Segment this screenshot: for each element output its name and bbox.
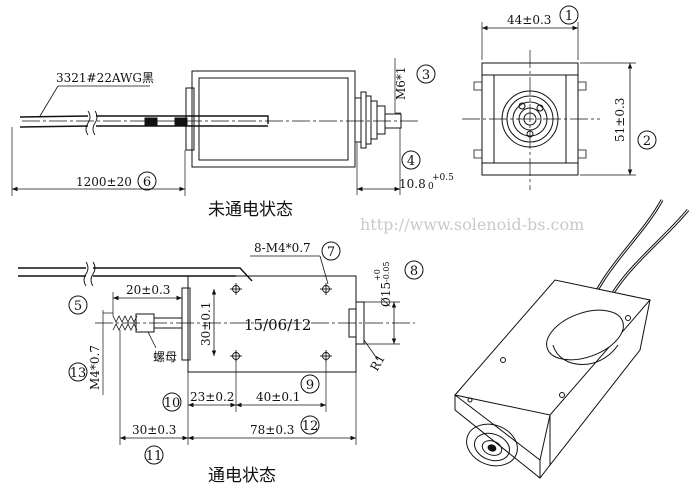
callout-11: 11 <box>146 449 163 464</box>
height-label: 51±0.3 <box>613 98 627 142</box>
width-label: 44±0.3 <box>507 13 551 27</box>
callout-8: 8 <box>410 264 418 279</box>
offset-label: 23±0.2 <box>190 390 234 404</box>
diameter-label: Ø15 <box>379 282 393 307</box>
watermark: http://www.solenoid-bs.com <box>360 215 584 234</box>
plunger-ext-label: 20±0.3 <box>126 283 170 297</box>
wire-label: 3321#22AWG黑 <box>56 71 154 85</box>
end-view <box>462 5 657 190</box>
callout-5: 5 <box>74 299 82 314</box>
isometric-view <box>454 199 690 479</box>
travel-label: 30±0.3 <box>132 423 176 437</box>
stroke-label: 10.8 <box>399 177 426 191</box>
end-view-labels: 44±0.3 1 51±0.3 2 <box>507 9 651 149</box>
caption-energized: 通电状态 <box>208 466 276 486</box>
nut-label: 螺母 <box>153 350 177 364</box>
callout-9: 9 <box>306 378 314 393</box>
callout-6: 6 <box>143 175 151 190</box>
date-code: 15/06/12 <box>244 316 311 334</box>
thread-label-bottom: M4*0.7 <box>88 345 102 390</box>
hole-spacing-h-label: 40±0.1 <box>256 390 300 404</box>
callout-7: 7 <box>327 245 335 260</box>
caption-de-energized: 未通电状态 <box>208 200 293 220</box>
diameter-tol-upper: +0 <box>373 269 382 281</box>
mount-holes-label: 8-M4*0.7 <box>254 241 311 255</box>
top-view-labels: 3321#22AWG黑 1200±20 6 M6*1 3 4 10.8 +0.5… <box>56 66 454 220</box>
callout-12: 12 <box>302 419 319 434</box>
body-length-label: 78±0.3 <box>250 423 294 437</box>
bottom-view-labels: 8-M4*0.7 7 8 Ø15 +0 -0.05 15/06/12 30±0.… <box>70 241 418 486</box>
bottom-view <box>18 241 424 465</box>
radius-label: R1 <box>367 352 387 373</box>
callout-2: 2 <box>643 134 651 149</box>
thread-label: M6*1 <box>394 66 408 100</box>
diameter-tol-lower: -0.05 <box>382 261 391 282</box>
top-view <box>11 58 436 196</box>
callout-13: 13 <box>70 366 87 381</box>
callout-10: 10 <box>164 396 181 411</box>
stroke-tol-upper: +0.5 <box>432 173 454 183</box>
callout-3: 3 <box>422 68 430 83</box>
stroke-tol-lower: 0 <box>428 182 434 192</box>
length-label: 1200±20 <box>76 175 132 189</box>
hole-spacing-v-label: 30±0.1 <box>199 302 213 346</box>
callout-1: 1 <box>565 9 573 24</box>
callout-4: 4 <box>407 154 415 169</box>
